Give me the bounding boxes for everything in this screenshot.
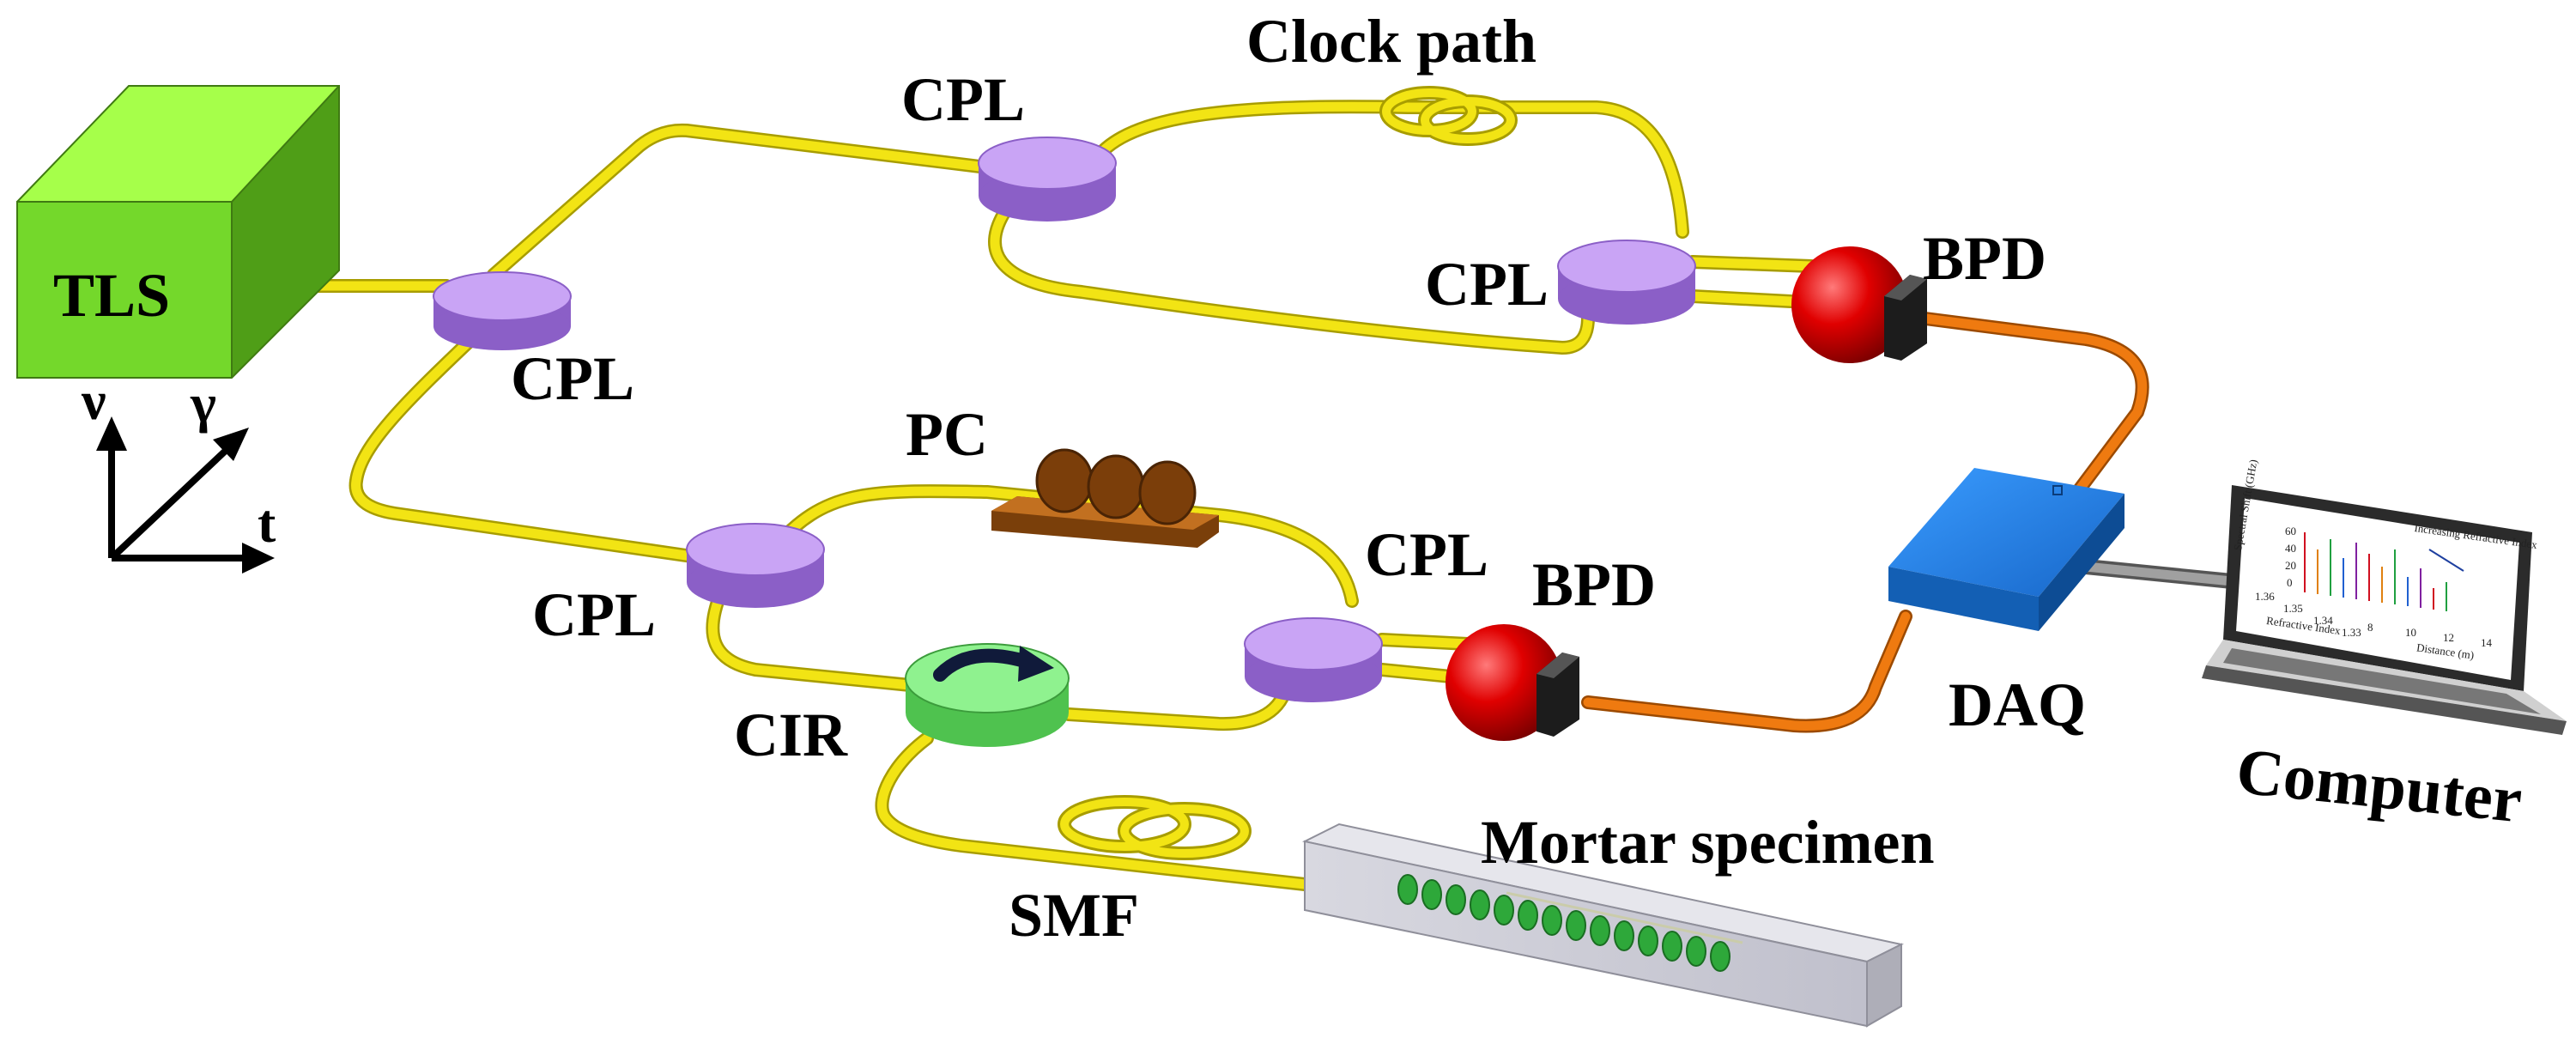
clock-path-coil-core	[1382, 88, 1515, 143]
polarization-controller	[991, 448, 1219, 548]
coupler-group	[433, 137, 1696, 702]
screen-ytick-2: 20	[2285, 559, 2296, 572]
coupler-3	[1557, 240, 1696, 325]
bpd-2	[1446, 624, 1579, 741]
screen-ytick-0: 60	[2285, 525, 2296, 537]
daq-label: DAQ	[1949, 671, 2086, 739]
screen-ytick-1: 40	[2285, 542, 2296, 555]
bpd-label-2: BPD	[1532, 550, 1656, 619]
daq-box	[1888, 468, 2124, 631]
screen-ytick-3: 0	[2287, 576, 2293, 589]
bpd-cable	[1581, 311, 2149, 733]
coordinate-axes	[96, 416, 275, 574]
screen-xtick-3: 14	[2481, 636, 2492, 649]
screen-xtick-2: 12	[2443, 631, 2454, 644]
cpl-label-4: CPL	[532, 580, 656, 649]
bpd-label-1: BPD	[1923, 224, 2046, 293]
circulator	[905, 643, 1070, 747]
screen-bars	[2304, 532, 2447, 611]
fiber	[282, 101, 1816, 898]
coupler-5	[1244, 617, 1383, 702]
cir-label: CIR	[734, 701, 848, 769]
cpl-label-5: CPL	[1365, 520, 1488, 589]
cpl-label-3: CPL	[1425, 250, 1549, 319]
laptop	[2202, 485, 2567, 735]
coupler-4	[686, 523, 825, 608]
cpl-label-1: CPL	[511, 344, 634, 413]
clock-path-label: Clock path	[1246, 7, 1537, 76]
pc-label: PC	[906, 400, 988, 469]
coupler-1	[433, 271, 572, 350]
smf-label: SMF	[1009, 881, 1139, 950]
screen-ztick-1: 1.35	[2283, 602, 2303, 615]
screen-xtick-0: 8	[2367, 621, 2373, 634]
mortar-label: Mortar specimen	[1481, 808, 1935, 877]
screen-ztick-2: 1.34	[2313, 614, 2333, 627]
fiber-grating-helix	[1397, 874, 1730, 972]
screen-ztick-0: 1.36	[2255, 590, 2275, 603]
screen-ztick-3: 1.33	[2342, 626, 2361, 639]
tls-label: TLS	[53, 261, 171, 330]
axis-gamma-label: γ	[191, 373, 216, 434]
tls-box	[16, 85, 340, 379]
mortar-specimen	[1302, 822, 1904, 1028]
screen-xtick-1: 10	[2405, 626, 2416, 639]
smf-coil-core	[1060, 798, 1249, 858]
axis-t-label: t	[258, 493, 276, 554]
axis-nu-label: ν	[82, 370, 106, 431]
bpd-1	[1791, 246, 1927, 363]
coupler-2	[978, 137, 1117, 222]
cpl-label-2: CPL	[901, 65, 1025, 134]
